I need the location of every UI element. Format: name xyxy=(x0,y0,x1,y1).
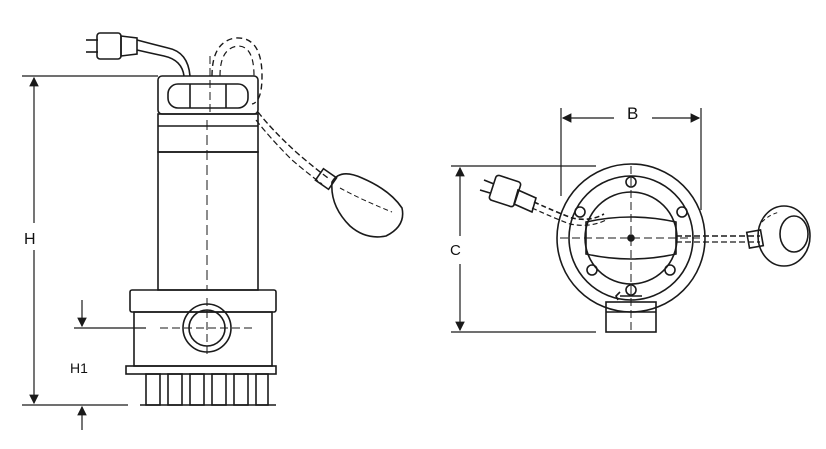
float-cable xyxy=(257,111,329,179)
motor-cap xyxy=(157,56,259,115)
power-plug xyxy=(86,32,191,77)
float-switch xyxy=(331,173,404,238)
top-power-plug xyxy=(479,174,607,226)
discharge-outlet xyxy=(605,291,657,333)
dimension-label-b: B xyxy=(627,104,639,123)
dimension-label-h: H xyxy=(24,231,36,248)
cable-loop xyxy=(211,37,263,105)
top-view xyxy=(451,108,811,333)
dimension-b xyxy=(560,108,702,210)
strainer-base xyxy=(125,365,277,406)
pump-housing xyxy=(129,289,277,367)
housing-outline xyxy=(556,163,706,330)
dimension-h xyxy=(22,75,158,406)
housing-screws xyxy=(574,176,688,296)
top-float-switch xyxy=(757,205,811,267)
motor-body xyxy=(157,113,259,291)
side-view xyxy=(22,32,404,430)
dimension-label-c: C xyxy=(450,242,461,259)
dimension-c xyxy=(451,165,596,333)
dimension-label-h1: H1 xyxy=(70,360,88,376)
